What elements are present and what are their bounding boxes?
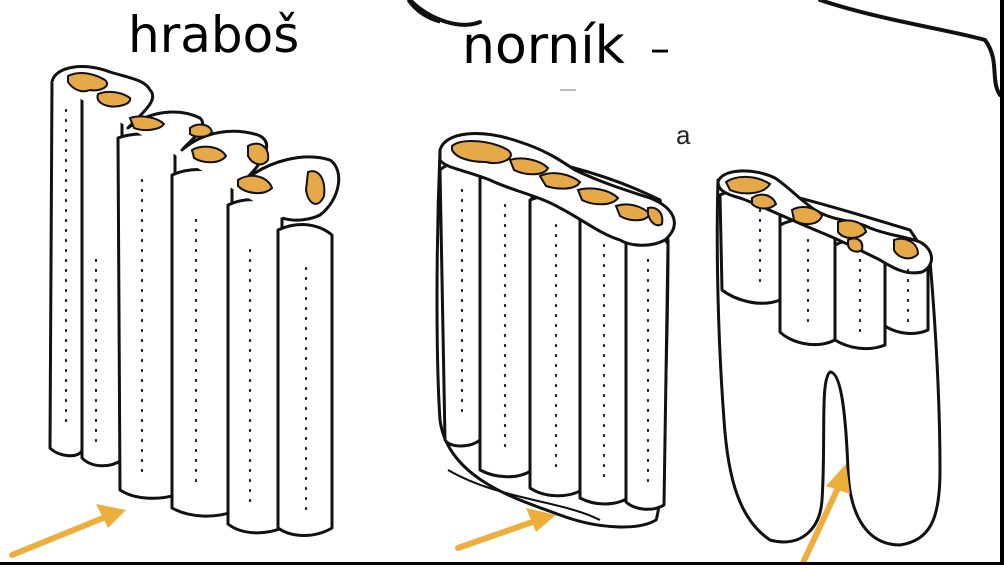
vole-column-4 <box>172 170 232 517</box>
bank-vole-molar <box>437 134 674 527</box>
bank-vole-label: norník <box>462 16 625 76</box>
vole-column-5 <box>228 200 282 533</box>
dash-mark: – <box>650 26 670 72</box>
bank-vole-column-a <box>440 163 480 446</box>
panel-mark-a: a <box>676 120 690 151</box>
arrow-left <box>12 504 126 555</box>
vole-label: hraboš <box>128 6 299 64</box>
rooted-molar <box>717 171 940 545</box>
vole-column-2 <box>82 88 122 465</box>
frame-right-edge <box>1000 0 1004 565</box>
arrow-middle <box>458 508 556 548</box>
bank-vole-column-d <box>580 216 628 504</box>
vole-column-3 <box>118 134 175 498</box>
